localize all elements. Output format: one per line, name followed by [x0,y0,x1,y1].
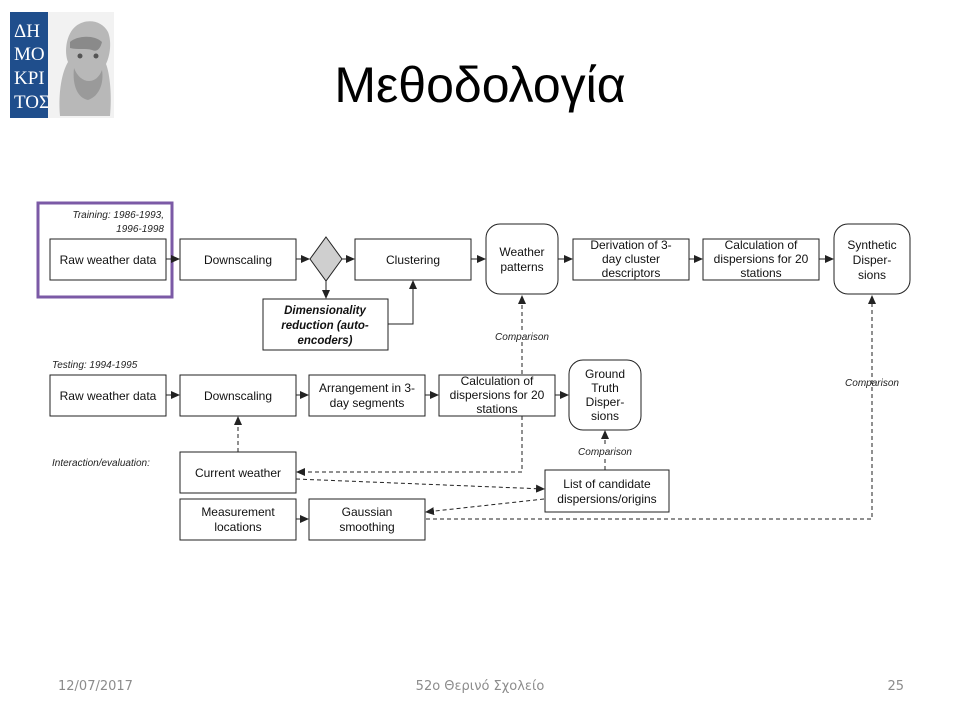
svg-text:ΜΟ: ΜΟ [14,44,45,65]
node-train-downscaling: Downscaling [179,238,297,281]
comparison-label-ground-truth: Comparison [578,447,632,458]
comparison-label-weather: Comparison [495,332,549,343]
node-label: smoothing [339,520,394,534]
footer-date: 12/07/2017 [58,679,133,694]
dashed-arrow [295,478,545,493]
node-label: Raw weather data [60,253,157,267]
node-label: locations [214,520,261,534]
node-label: Downscaling [204,389,272,403]
node-measurement-locations: Measurement locations [179,498,297,541]
decision-diamond [309,236,343,282]
node-label: Calculation of [725,238,798,252]
testing-label: Testing: 1994-1995 [52,360,138,371]
node-dimensionality-reduction: Dimensionality reduction (auto- encoders… [262,298,389,351]
node-label: encoders) [298,335,353,347]
logo-bust-image [48,12,114,118]
node-label: Truth [591,381,619,395]
node-label: Weather [499,245,544,259]
node-label: Gaussian [342,505,393,519]
node-label: descriptors [602,266,661,280]
dashed-arrow [426,295,876,520]
node-derivation-cluster-descriptors: Derivation of 3- day cluster descriptors [572,238,690,281]
dashed-connectors [234,295,876,523]
node-label: sions [591,409,619,423]
footer-page-number: 25 [887,679,904,694]
node-label: Derivation of 3- [590,238,671,252]
demokritos-logo: ΔΗ ΜΟ ΚΡΙ ΤΟΣ [10,12,114,118]
dashed-arrow [296,416,523,476]
node-test-raw-weather-data: Raw weather data [49,374,167,417]
node-weather-patterns: Weather patterns [485,223,559,295]
node-label: Disper- [853,253,892,267]
node-test-calculation-dispersions: Calculation of dispersions for 20 statio… [438,374,556,417]
node-label: dispersions/origins [557,492,656,506]
node-label: stations [476,402,517,416]
node-label: dispersions for 20 [450,388,545,402]
node-arrangement-3day: Arrangement in 3- day segments [308,374,426,417]
node-train-clustering: Clustering [354,238,472,281]
training-label-line1: Training: 1986-1993, [72,210,164,221]
node-label: Disper- [586,395,625,409]
logo-letters: ΔΗ ΜΟ ΚΡΙ ΤΟΣ [14,21,50,113]
comparison-label-synthetic: Comparison [845,378,899,389]
svg-text:ΤΟΣ: ΤΟΣ [14,92,50,113]
node-label: patterns [500,260,543,274]
slide-title: Μεθοδολογία [334,57,626,113]
node-label: List of candidate [563,477,651,491]
node-label: Dimensionality [284,305,366,317]
svg-text:ΔΗ: ΔΗ [14,21,40,42]
node-label: Ground [585,367,625,381]
training-highlight-frame [36,201,174,299]
node-label: Synthetic [847,238,896,252]
node-label: Downscaling [204,253,272,267]
node-test-downscaling: Downscaling [179,374,297,417]
arrow [388,280,417,325]
svg-text:ΚΡΙ: ΚΡΙ [14,68,45,89]
node-label: Current weather [195,466,281,480]
node-current-weather: Current weather [179,451,297,494]
node-label: Clustering [386,253,440,267]
node-synthetic-dispersions: Synthetic Disper- sions [833,223,911,295]
node-label: reduction (auto- [281,320,369,332]
interaction-label: Interaction/evaluation: [52,458,150,469]
node-label: stations [740,266,781,280]
node-ground-truth-dispersions: Ground Truth Disper- sions [568,359,642,431]
node-train-raw-weather-data: Raw weather data [49,238,167,281]
node-label: sions [858,268,886,282]
node-label: Raw weather data [60,389,157,403]
node-label: Arrangement in 3- [319,381,415,395]
node-label: Measurement [201,505,275,519]
node-train-calculation-dispersions: Calculation of dispersions for 20 statio… [702,238,820,281]
node-gaussian-smoothing: Gaussian smoothing [308,498,426,541]
node-candidate-dispersions: List of candidate dispersions/origins [544,469,670,513]
node-label: day cluster [602,252,660,266]
footer-event: 52ο Θερινό Σχολείο [415,679,545,694]
node-label: Calculation of [461,374,534,388]
training-label-line2: 1996-1998 [116,224,164,235]
node-label: dispersions for 20 [714,252,809,266]
dashed-arrow [425,498,545,516]
node-label: day segments [330,396,405,410]
logo-blue-panel [10,12,48,118]
training-arrows [166,255,834,325]
